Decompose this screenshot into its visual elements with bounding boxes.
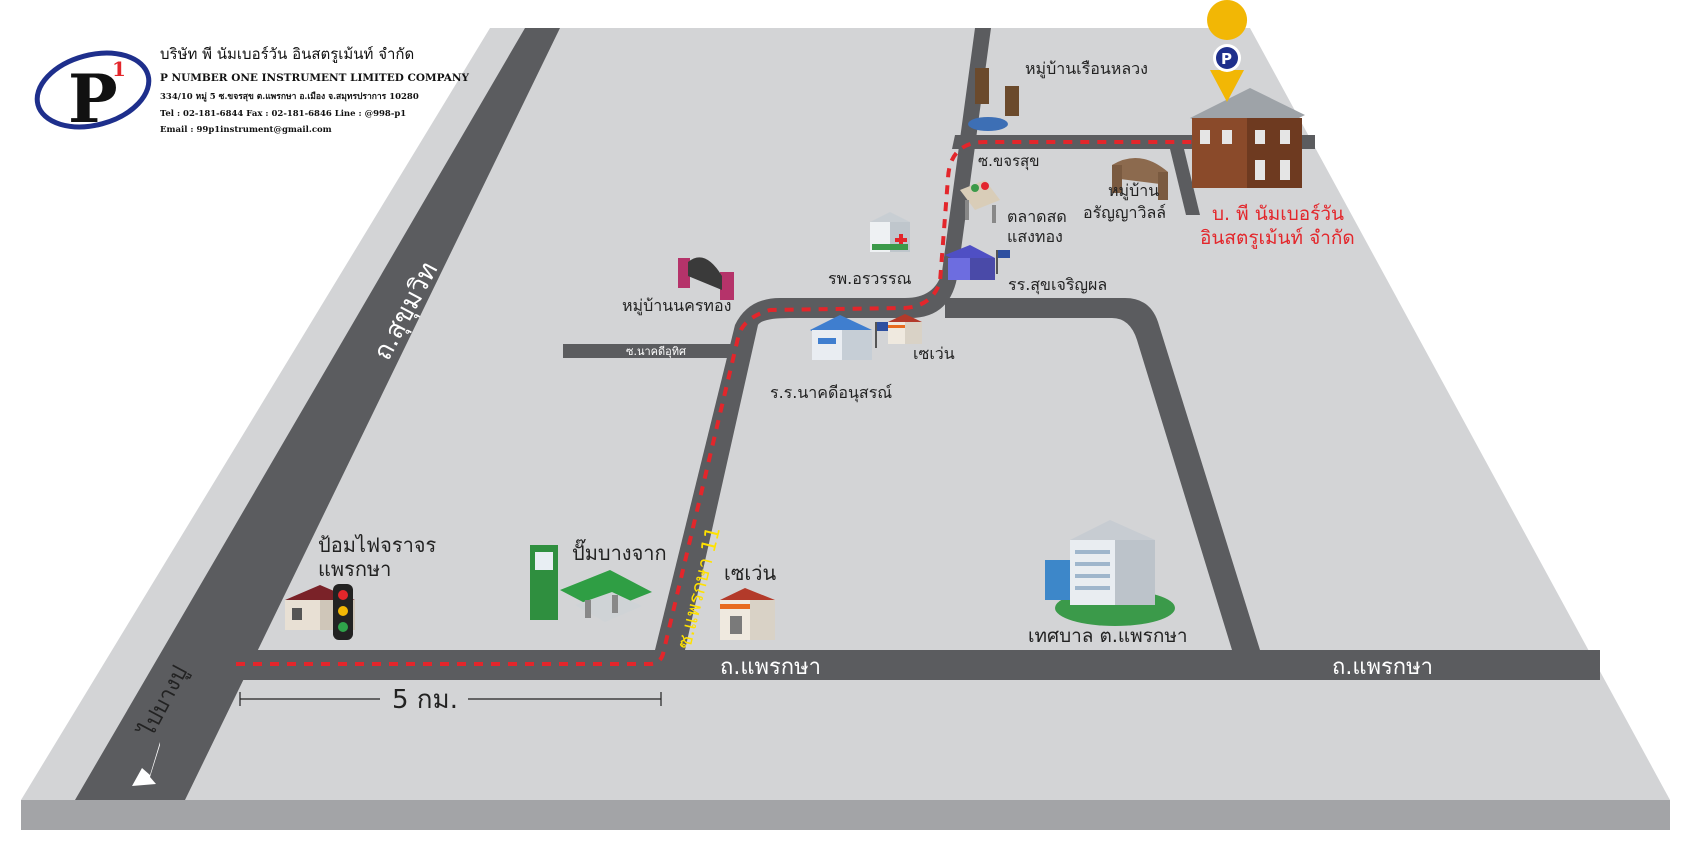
distance-label: 5 กม. [392, 685, 458, 715]
school-suk-icon [945, 245, 1010, 280]
ground-plane [21, 28, 1670, 800]
company-logo: P 1 [34, 50, 152, 138]
label-municipality: เทศบาล ต.แพรกษา [1028, 625, 1188, 647]
pin-letter: P [1221, 50, 1232, 68]
ground-front-edge [21, 800, 1670, 830]
village-aran-gate-icon [1112, 157, 1168, 200]
gas-station-icon [530, 545, 652, 622]
company-name-thai: บริษัท พี นัมเบอร์วัน อินสตรูเม้นท์ จำกั… [160, 45, 415, 63]
road-label-soi-khajonsuk: ซ.ขจรสุข [978, 152, 1039, 171]
village-ruen-gate-icon [968, 68, 1019, 131]
label-village-aran-2: อรัญญาวิลล์ [1083, 203, 1166, 222]
label-village-nakhonthong: หมู่บ้านนครทอง [622, 296, 731, 316]
roads [75, 28, 1600, 800]
label-seven-eleven-1: เซเว่น [724, 561, 776, 585]
company-email: Email : 99p1instrument@gmail.com [160, 125, 332, 135]
distance-marker [239, 692, 662, 706]
market-icon [960, 180, 1000, 223]
village-nakhonthong-gate-icon [678, 257, 734, 300]
label-seven-eleven-2: เซเว่น [913, 344, 955, 363]
label-traffic-light-1: ป้อมไฟจราจร [318, 533, 437, 557]
company-info: บริษัท พี นัมเบอร์วัน อินสตรูเม้นท์ จำกั… [160, 42, 469, 141]
route-line [236, 140, 1210, 666]
down-arrow-icon [132, 742, 160, 786]
company-address: 334/10 หมู่ 5 ซ.ขจรสุข ต.แพรกษา อ.เมือง … [160, 92, 419, 102]
seven-eleven-icon-2 [888, 314, 922, 344]
hospital-icon [870, 212, 910, 252]
soi-nakhonthit-road [563, 344, 745, 358]
label-destination-2: อินสตรูเม้นท์ จำกัด [1200, 227, 1355, 249]
seven-eleven-icon-1 [720, 588, 775, 640]
label-gas-station: ปั๊มบางจาก [572, 538, 667, 565]
label-school-suk: รร.สุขเจริญผล [1008, 275, 1107, 295]
road-label-soi-nakhonthit: ซ.นาคดีอุทิศ [626, 345, 686, 358]
road-label-praeksa-2: ถ.แพรกษา [1332, 655, 1433, 680]
label-destination-1: บ. พี นัมเบอร์วัน [1212, 203, 1344, 225]
logo-letter: P [68, 60, 118, 138]
label-market-1: ตลาดสด [1007, 207, 1067, 226]
label-hospital: รพ.อรวรรณ [828, 269, 912, 288]
location-pin-icon: P [1207, 0, 1248, 102]
aranya-spur-road [1170, 149, 1200, 215]
municipality-icon [1045, 520, 1175, 626]
praeksa-road [226, 650, 1600, 680]
sukhumvit-road [75, 28, 560, 800]
label-traffic-light-2: แพรกษา [318, 557, 391, 581]
label-market-2: แสงทอง [1007, 227, 1063, 246]
right-loop-road [945, 298, 1260, 650]
soi-praeksa-11-road [655, 325, 758, 650]
logo-sup: 1 [112, 57, 126, 81]
company-contact: Tel : 02-181-6844 Fax : 02-181-6846 Line… [160, 109, 407, 119]
road-label-praeksa-1: ถ.แพรกษา [720, 655, 821, 680]
destination-building-icon [1190, 88, 1305, 188]
traffic-light-icon [285, 584, 355, 640]
label-village-aran-1: หมู่บ้าน [1108, 181, 1159, 201]
school-nakhon-icon [810, 315, 891, 360]
label-school-nakhon: ร.ร.นาคดีอนุสรณ์ [770, 383, 892, 403]
company-name-english: P NUMBER ONE INSTRUMENT LIMITED COMPANY [160, 72, 469, 84]
label-village-ruen: หมู่บ้านเรือนหลวง [1025, 59, 1148, 79]
